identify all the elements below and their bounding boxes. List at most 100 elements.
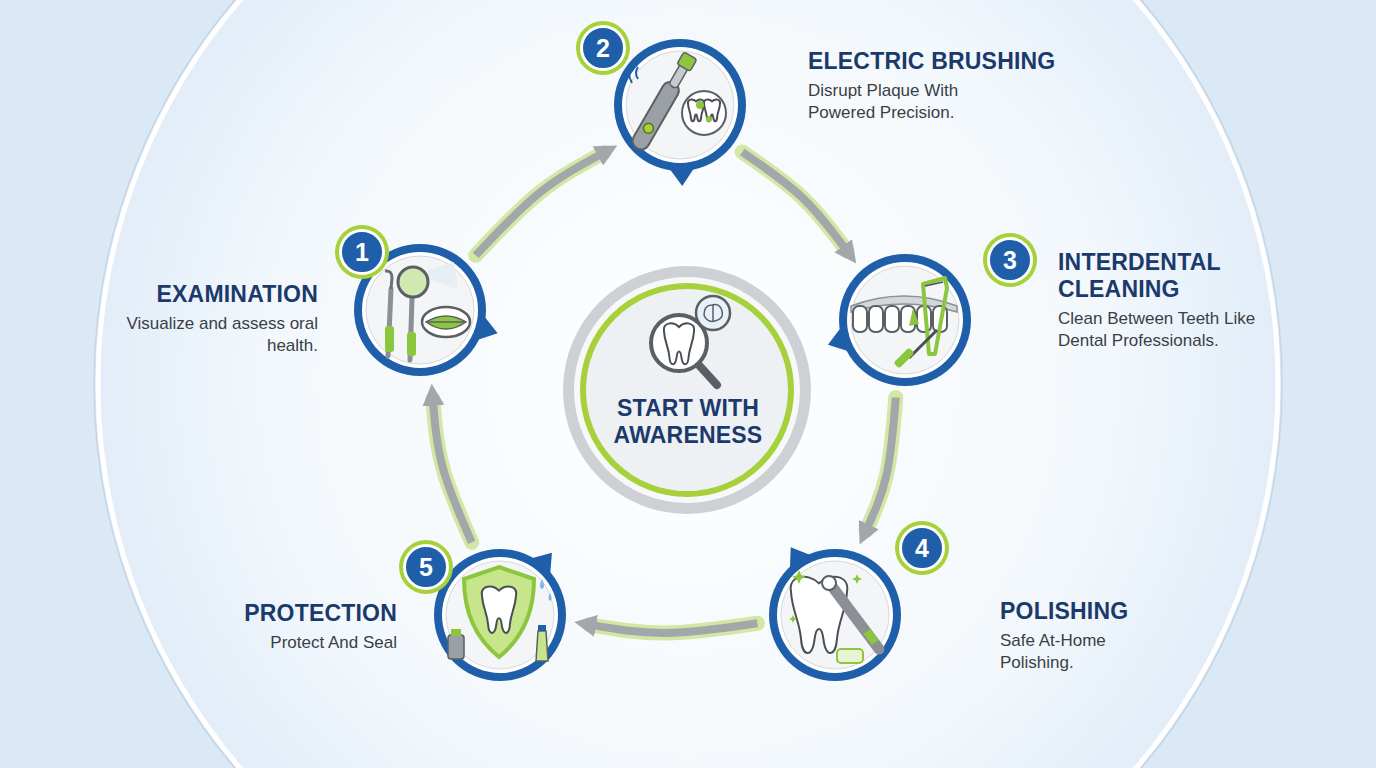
brain-circle	[696, 296, 730, 330]
arrow-glow	[589, 623, 757, 633]
tube-cap	[538, 625, 546, 631]
node-outline	[434, 549, 566, 681]
text-block: INTERDENTAL CLEANING Clean Between Teeth …	[1058, 249, 1263, 352]
floss	[925, 282, 943, 286]
tooth-icon	[869, 306, 883, 332]
handpiece	[831, 585, 879, 649]
bottle-cap	[451, 629, 461, 636]
cycle-arrow	[433, 399, 472, 542]
circle-face	[442, 557, 558, 673]
cycle-arrow	[742, 152, 847, 251]
circle-ring	[434, 549, 566, 681]
callout-number: 4	[899, 525, 945, 571]
plaque-dot	[706, 116, 712, 122]
circle-face	[847, 262, 963, 378]
arrow-line	[866, 397, 896, 530]
step-description: Protect And Seal	[200, 632, 397, 654]
cycle-arrow	[589, 623, 757, 633]
paste-tube	[536, 631, 548, 661]
tooth-icon	[853, 306, 867, 332]
shield	[464, 567, 534, 657]
probe-tip	[385, 271, 392, 289]
arrow-glow	[476, 153, 604, 256]
step-description: Disrupt Plaque With Powered Precision.	[808, 80, 998, 124]
circle-inner	[366, 256, 474, 364]
power-button	[642, 121, 656, 135]
text-block: EXAMINATION Visualize and assess oral hea…	[120, 281, 318, 357]
step-description: Clean Between Teeth Like Dental Professi…	[1058, 308, 1258, 352]
arrow-glow	[433, 399, 472, 542]
arrow-line	[589, 623, 757, 633]
brush-grip	[893, 347, 914, 368]
magnifier-handle	[697, 363, 717, 385]
mouthwash-bottle	[448, 635, 464, 659]
sparkle	[789, 615, 797, 623]
outer-ring	[563, 266, 811, 514]
step-circle: INTERDENTAL CLEANINGClean Between Teeth …	[839, 254, 971, 386]
step-heading: START WITH AWARENESS	[598, 395, 778, 449]
callout-number: 2	[580, 25, 626, 71]
step-description: Safe At-Home Polishing.	[1000, 630, 1150, 674]
text-block: POLISHING Safe At-Home Polishing.	[1000, 598, 1170, 674]
center-circle: START WITH AWARENESS	[563, 265, 813, 515]
sparkle	[852, 574, 862, 584]
ring-gap	[574, 277, 800, 503]
floss-pick	[923, 278, 947, 354]
callout-number: 1	[339, 229, 385, 275]
drop	[540, 579, 544, 589]
step-heading: EXAMINATION	[120, 281, 318, 308]
mouth	[422, 307, 470, 337]
step-heading: POLISHING	[1000, 598, 1170, 625]
circle-face	[777, 557, 893, 673]
node-outline	[769, 549, 901, 681]
node-outline	[839, 254, 971, 386]
circle-inner	[781, 561, 889, 669]
vibration	[629, 63, 638, 83]
text-block: START WITH AWARENESS	[598, 395, 778, 449]
plaque-dot	[696, 101, 704, 109]
drop	[549, 593, 552, 601]
step-circle: PROTECTIONProtect And Seal	[434, 549, 566, 681]
brush-handle	[630, 79, 682, 152]
handpiece-band	[864, 629, 879, 645]
brain	[704, 305, 722, 322]
debris	[909, 308, 919, 326]
sparkle	[792, 570, 806, 584]
tongue	[426, 316, 466, 329]
step-heading: INTERDENTAL CLEANING	[1058, 249, 1263, 303]
step-heading: PROTECTION	[200, 600, 397, 627]
step-circle: ELECTRIC BRUSHINGDisrupt Plaque With Pow…	[614, 39, 746, 171]
tooth-icon	[664, 323, 694, 364]
node-outline	[563, 265, 813, 515]
backdrop-rim	[94, 0, 1282, 768]
text-block: PROTECTION Protect And Seal	[200, 600, 397, 654]
arrow-line	[433, 399, 472, 542]
circle-face	[362, 252, 478, 368]
backdrop-circle	[98, 0, 1278, 768]
step-description: Visualize and assess oral health.	[120, 313, 318, 357]
tooth-icon	[688, 99, 704, 121]
probe-grip	[385, 326, 394, 352]
tooth-icon	[704, 99, 720, 121]
text-block: ELECTRIC BRUSHING Disrupt Plaque With Pow…	[808, 48, 1108, 124]
circle-face	[622, 47, 738, 163]
brush-head	[677, 52, 697, 72]
arrow-line	[476, 153, 604, 256]
cycle-arrow	[476, 153, 604, 256]
arrow-glow	[742, 152, 847, 251]
circle-ring	[839, 254, 971, 386]
arrow-line	[742, 152, 847, 251]
cycle-arrow	[866, 397, 896, 530]
circle-inner	[446, 561, 554, 669]
circle-inner	[851, 266, 959, 374]
mirror-grip	[407, 332, 416, 356]
tooth-icon	[885, 306, 899, 332]
inner-ring	[583, 286, 791, 494]
tooth-icon	[482, 587, 516, 633]
lip-line	[426, 321, 466, 323]
circle-ring	[614, 39, 746, 171]
step-heading: ELECTRIC BRUSHING	[808, 48, 1108, 75]
step-circle: POLISHINGSafe At-Home Polishing.	[769, 549, 901, 681]
callout-number: 3	[987, 237, 1033, 283]
